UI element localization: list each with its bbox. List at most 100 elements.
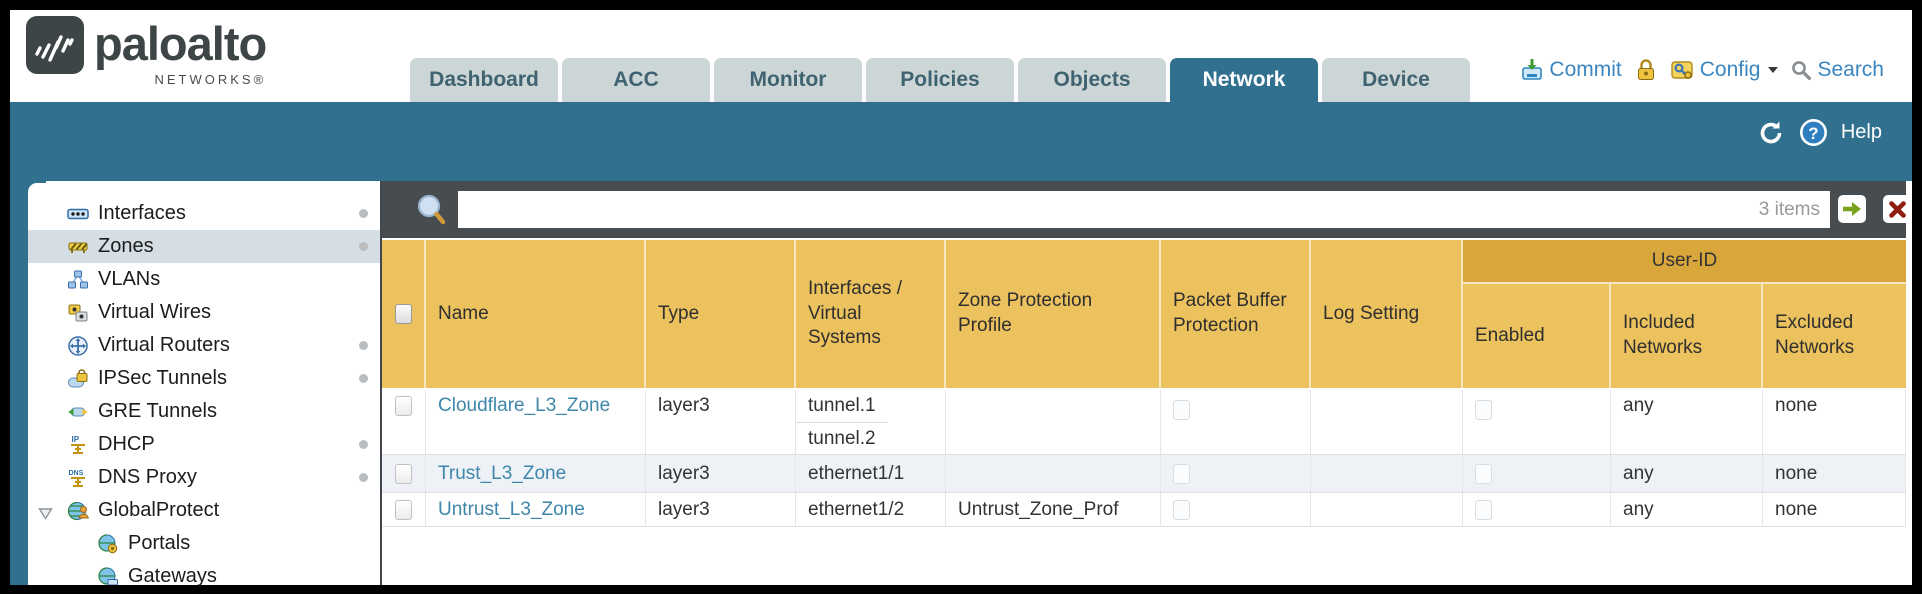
- ipsec-tunnels-icon: [66, 367, 90, 391]
- filter-input[interactable]: [458, 191, 1759, 228]
- col-header-log-setting[interactable]: Log Setting: [1311, 240, 1463, 388]
- table-row: Untrust_L3_Zone layer3 ethernet1/2 Untru…: [382, 493, 1906, 527]
- sidebar-item-label: Virtual Routers: [98, 334, 230, 356]
- tab-device[interactable]: Device: [1322, 58, 1470, 102]
- col-header-zone-protection-profile[interactable]: Zone Protection Profile: [946, 240, 1161, 388]
- paloalto-logo: paloalto NETWORKS®: [26, 16, 267, 87]
- excluded-networks-cell: none: [1763, 455, 1906, 492]
- refresh-icon[interactable]: [1756, 118, 1786, 148]
- user-id-enabled-cell: [1463, 493, 1611, 526]
- sidebar-item-virtual-wires[interactable]: Virtual Wires: [28, 296, 380, 329]
- zone-type-cell: layer3: [646, 455, 796, 492]
- red-x-icon: [1888, 200, 1906, 218]
- packet-buffer-protection-cell: [1161, 390, 1311, 454]
- sidebar-item-gre-tunnels[interactable]: GRE Tunnels: [28, 395, 380, 428]
- sidebar-item-gateways[interactable]: Gateways: [28, 560, 380, 585]
- packet-buffer-checkbox[interactable]: [1173, 499, 1190, 520]
- sidebar-item-virtual-routers[interactable]: Virtual Routers: [28, 329, 380, 362]
- row-checkbox[interactable]: [395, 499, 412, 520]
- packet-buffer-protection-cell: [1161, 455, 1311, 492]
- svg-text:?: ?: [1808, 124, 1818, 143]
- item-dot: [359, 440, 368, 449]
- virtual-routers-icon: [66, 334, 90, 358]
- col-header-included-networks[interactable]: Included Networks: [1611, 284, 1763, 388]
- sidebar-item-label: DHCP: [98, 433, 155, 455]
- col-header-interfaces[interactable]: Interfaces / Virtual Systems: [796, 240, 946, 388]
- col-header-type[interactable]: Type: [646, 240, 796, 388]
- sidebar-item-globalprotect[interactable]: GlobalProtect: [28, 494, 380, 527]
- zone-name-cell: Trust_L3_Zone: [426, 455, 646, 492]
- tab-network[interactable]: Network: [1170, 58, 1318, 102]
- table-row: Cloudflare_L3_Zone layer3 tunnel.1 tunne…: [382, 390, 1906, 455]
- item-count-label: 3 items: [1758, 198, 1820, 220]
- clear-filter-button[interactable]: [1883, 195, 1911, 223]
- tab-objects[interactable]: Objects: [1018, 58, 1166, 102]
- zone-name-cell: Untrust_L3_Zone: [426, 493, 646, 526]
- filter-bar: 3 items: [382, 181, 1911, 238]
- logo-text: paloalto NETWORKS®: [94, 16, 267, 87]
- sidebar-item-zones[interactable]: Zones: [28, 230, 380, 263]
- zone-name-link[interactable]: Cloudflare_L3_Zone: [438, 395, 611, 416]
- globalprotect-icon: [66, 499, 90, 523]
- page-band: [10, 102, 1912, 181]
- included-networks-cell: any: [1611, 493, 1763, 526]
- packet-buffer-checkbox[interactable]: [1173, 463, 1190, 484]
- sidebar-item-portals[interactable]: Portals: [28, 527, 380, 560]
- interfaces-icon: [66, 202, 90, 226]
- sidebar-item-vlans[interactable]: VLANs: [28, 263, 380, 296]
- sidebar-item-dns-proxy[interactable]: DNS DNS Proxy: [28, 461, 380, 494]
- search-button[interactable]: Search: [1791, 58, 1884, 82]
- item-dot: [359, 341, 368, 350]
- config-caret-icon: [1768, 67, 1779, 73]
- sidebar-item-label: Virtual Wires: [98, 301, 211, 323]
- commit-icon: [1522, 59, 1543, 80]
- packet-buffer-checkbox[interactable]: [1173, 400, 1190, 420]
- user-id-subheaders: Enabled Included Networks Excluded Netwo…: [1463, 284, 1906, 388]
- gre-tunnels-icon: [66, 400, 90, 424]
- commit-button[interactable]: Commit: [1520, 58, 1622, 82]
- apply-filter-button[interactable]: [1838, 195, 1866, 223]
- tab-policies[interactable]: Policies: [866, 58, 1014, 102]
- select-all-checkbox[interactable]: [394, 304, 412, 324]
- sidebar-item-interfaces[interactable]: Interfaces: [28, 197, 380, 230]
- dns-proxy-icon: DNS: [66, 466, 90, 490]
- zone-protection-profile-cell: [946, 455, 1161, 492]
- col-header-name[interactable]: Name: [426, 240, 646, 388]
- table-row: Trust_L3_Zone layer3 ethernet1/1 any non…: [382, 455, 1906, 493]
- portals-icon: [96, 532, 120, 556]
- zone-type-cell: layer3: [646, 493, 796, 526]
- row-checkbox[interactable]: [395, 396, 412, 416]
- log-setting-cell: [1311, 390, 1463, 454]
- enabled-checkbox[interactable]: [1475, 499, 1492, 520]
- zone-name-link[interactable]: Untrust_L3_Zone: [438, 498, 585, 520]
- paloalto-logo-icon: [26, 16, 84, 74]
- config-menu-button[interactable]: Config: [1670, 58, 1779, 82]
- network-sidebar: Interfaces Zones VLANs Vir: [28, 183, 380, 585]
- tab-acc[interactable]: ACC: [562, 58, 710, 102]
- main-nav-tabs: Dashboard ACC Monitor Policies Objects N…: [410, 58, 1470, 102]
- lock-icon[interactable]: [1635, 58, 1657, 82]
- help-icon[interactable]: ?: [1798, 117, 1829, 148]
- sidebar-item-ipsec-tunnels[interactable]: IPSec Tunnels: [28, 362, 380, 395]
- expand-triangle-icon[interactable]: [38, 503, 53, 526]
- user-id-enabled-cell: [1463, 390, 1611, 454]
- filter-magnifier-icon: [416, 193, 448, 232]
- brand-name: paloalto: [94, 17, 267, 70]
- sidebar-item-dhcp[interactable]: IP DHCP: [28, 428, 380, 461]
- row-checkbox[interactable]: [395, 463, 412, 484]
- col-header-enabled[interactable]: Enabled: [1463, 284, 1611, 388]
- dhcp-icon: IP: [66, 433, 90, 457]
- brand-subtitle: NETWORKS®: [154, 72, 267, 87]
- table-header: Name Type Interfaces / Virtual Systems Z…: [382, 240, 1906, 388]
- tab-dashboard[interactable]: Dashboard: [410, 58, 558, 102]
- enabled-checkbox[interactable]: [1475, 400, 1492, 420]
- sidebar-item-label: DNS Proxy: [98, 466, 197, 488]
- tab-monitor[interactable]: Monitor: [714, 58, 862, 102]
- virtual-wires-icon: [66, 301, 90, 325]
- col-header-packet-buffer-protection[interactable]: Packet Buffer Protection: [1161, 240, 1311, 388]
- log-setting-cell: [1311, 455, 1463, 492]
- col-header-excluded-networks[interactable]: Excluded Networks: [1763, 284, 1906, 388]
- header-actions: Commit Config: [1520, 58, 1884, 82]
- enabled-checkbox[interactable]: [1475, 463, 1492, 484]
- zone-name-link[interactable]: Trust_L3_Zone: [438, 462, 567, 484]
